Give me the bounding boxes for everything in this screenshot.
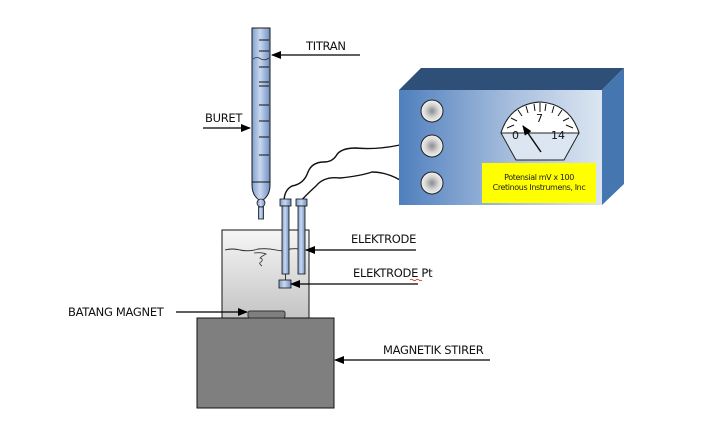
buret xyxy=(251,27,271,220)
titrant-meniscus xyxy=(252,57,270,61)
meter-label-plate xyxy=(482,163,596,203)
meter-knob-3[interactable] xyxy=(420,171,444,195)
beaker xyxy=(221,229,310,319)
solution-surface xyxy=(224,248,307,252)
stir-bar xyxy=(247,310,286,319)
magnetic-stirrer xyxy=(196,310,335,409)
stirrer-body xyxy=(196,317,335,409)
reference-electrode-cap xyxy=(295,198,308,207)
meter-side-face xyxy=(602,68,624,205)
electrode-pt-rod xyxy=(281,205,290,275)
dial-label-mid: 7 xyxy=(536,112,543,125)
titrant-drop xyxy=(253,252,267,267)
potentiometer: 0 7 14 Potensial mV x 100 Cretinous Inst… xyxy=(399,68,624,205)
buret-tube xyxy=(251,27,271,201)
label-buret: BURET xyxy=(205,111,243,125)
label-titran: TITRAN xyxy=(305,39,346,53)
electrode-pt-cap xyxy=(279,198,292,207)
electrode-pt-tip xyxy=(278,279,292,289)
meter-top-face xyxy=(399,68,624,90)
meter-dial: 0 7 14 xyxy=(500,101,580,161)
meter-knob-1[interactable] xyxy=(420,99,444,123)
electrode-cables xyxy=(283,144,401,204)
electrodes xyxy=(278,198,308,289)
label-batang-magnet: BATANG MAGNET xyxy=(68,305,165,319)
label-elektrode-pt: ELEKTRODE Pt xyxy=(353,266,433,280)
cable-1 xyxy=(283,144,401,203)
reference-electrode-rod xyxy=(297,205,306,275)
dial-label-min: 0 xyxy=(512,129,519,142)
buret-tip xyxy=(258,206,264,220)
label-elektrode: ELEKTRODE xyxy=(351,232,416,246)
spellcheck-underline xyxy=(409,278,423,282)
dial-arc-area xyxy=(500,101,580,134)
meter-label-line-1: Potensial mV x 100 xyxy=(504,173,574,182)
callouts: TITRAN BURET ELEKTRODE ELEKTRODE Pt BATA… xyxy=(68,39,490,364)
beaker-body xyxy=(221,229,310,319)
meter-knob-2[interactable] xyxy=(420,134,444,158)
cable-2 xyxy=(298,171,401,204)
meter-label-line-2: Cretinous Instrumens, Inc xyxy=(493,183,586,192)
dial-ticks xyxy=(506,103,574,129)
buret-graduations xyxy=(252,39,270,183)
label-magnetik-stirer: MAGNETIK STIRER xyxy=(383,343,484,357)
buret-stopcock xyxy=(256,198,266,208)
dial-label-max: 14 xyxy=(551,129,565,142)
dial-needle xyxy=(522,125,542,153)
